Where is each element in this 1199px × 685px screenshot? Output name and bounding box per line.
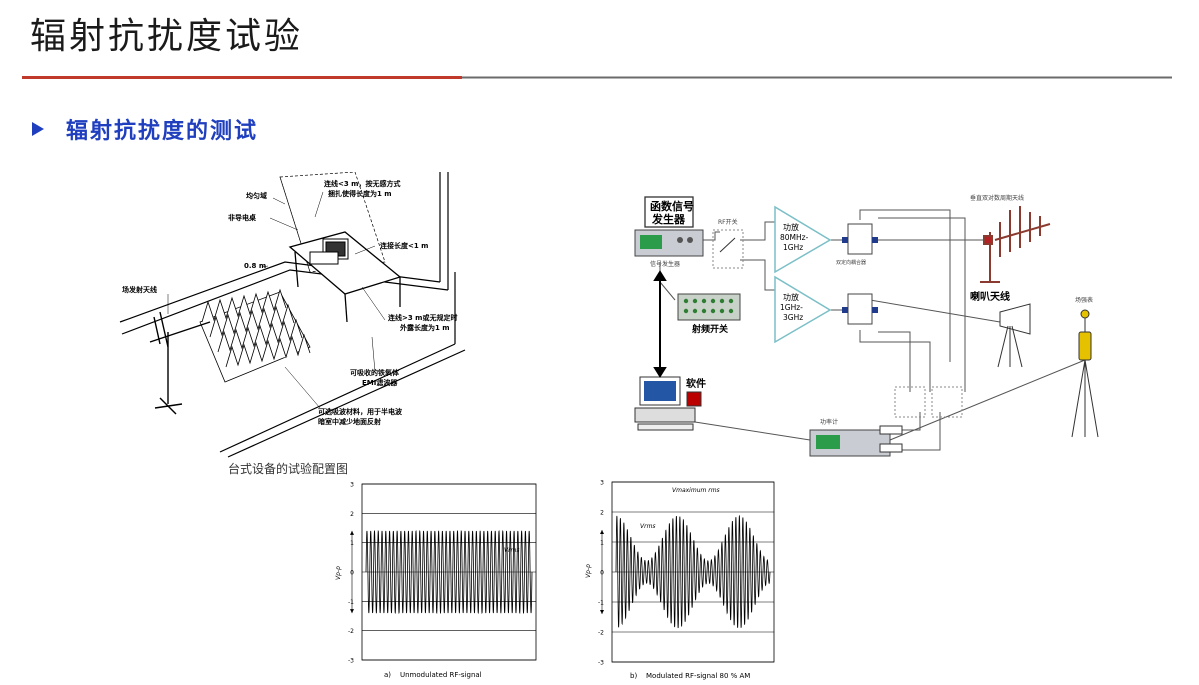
signal-generator-icon: 信号发生器 — [634, 229, 704, 268]
chart-b-vpp-arrowhead — [600, 530, 604, 534]
label-uniform-field: 均匀域 — [246, 191, 267, 200]
svg-text:3GHz: 3GHz — [783, 313, 803, 322]
bidirectional-arrow-icon — [653, 270, 667, 378]
chart-b-caption-letter: b) — [630, 672, 637, 680]
chart-b-tick-label: -2 — [598, 630, 604, 637]
label-log-antenna: 垂直双对数周期天线 — [970, 194, 1024, 202]
chart-a-vpp-arrowhead — [350, 609, 354, 614]
svg-text:功放: 功放 — [783, 222, 799, 232]
svg-text:80MHz-: 80MHz- — [780, 233, 809, 242]
chart-a-annotation-0: Vrms — [504, 547, 520, 554]
title-divider — [22, 76, 1172, 79]
amplifier-1-icon: 功放 80MHz- 1GHz — [774, 205, 832, 274]
chart-b-tick-label: 2 — [600, 510, 604, 517]
label-cable-lt1: 连接长度<1 m — [380, 241, 428, 250]
chart-b-annotation-2: Vp-p — [585, 564, 592, 578]
label-horn-antenna: 喇叭天线 — [970, 290, 1010, 303]
svg-text:RF开关: RF开关 — [718, 218, 738, 226]
svg-text:信号发生器: 信号发生器 — [650, 260, 680, 268]
slide-title: 辐射抗扰度试验 — [30, 16, 304, 57]
log-periodic-antenna-icon — [980, 206, 1051, 283]
label-field-antenna: 场发射天线 — [122, 285, 157, 294]
bullet-item: 辐射抗扰度的测试 — [32, 114, 258, 144]
chart-a-tick-label: -1 — [348, 599, 354, 606]
power-meter-icon: 功率计 — [809, 418, 891, 457]
title-divider-red — [22, 76, 462, 79]
label-ferrite-1: 可吸收的铁氧体 — [350, 368, 400, 377]
field-meter-icon — [1071, 309, 1099, 438]
pc-software-icon: 软件 — [634, 376, 706, 431]
label-cable-note-2: 捆扎使得长度为1 m — [328, 189, 392, 198]
chart-a-caption-letter: a) — [384, 671, 391, 679]
setup-diagram-caption: 台式设备的试验配置图 — [228, 462, 349, 476]
chart-b-container: b) Modulated RF-signal 80 % AM 3210-1-2-… — [568, 478, 778, 684]
chart-a-caption: Unmodulated RF-signal — [400, 671, 482, 679]
label-absorber-1: 可选吸波材料，用于半电波 — [318, 407, 403, 416]
horn-antenna-icon — [997, 303, 1031, 368]
chart-a-container: a) Unmodulated RF-signal 3210-1-2-3VrmsV… — [318, 480, 540, 682]
chart-a-tick-label: -2 — [348, 628, 354, 635]
chart-b-signal-line — [615, 514, 771, 629]
field-antenna-drawing — [149, 311, 211, 415]
chart-b-tick-label: -1 — [598, 600, 604, 607]
chart-b: b) Modulated RF-signal 80 % AM 3210-1-2-… — [585, 480, 775, 680]
chart-a-vpp-arrowhead — [350, 530, 354, 535]
chart-a-tick-label: 3 — [350, 482, 354, 489]
label-nonconductive-table: 非导电桌 — [228, 213, 256, 222]
func-gen-box: 函数信号 发生器 — [644, 196, 694, 228]
amplifier-2-icon: 功放 1GHz- 3GHz — [774, 275, 832, 344]
rf-switch-box-icon: 射频开关 — [677, 293, 741, 335]
svg-text:发生器: 发生器 — [651, 212, 686, 226]
chart-b-tick-label: -3 — [598, 660, 604, 667]
label-absorber-2: 暗室中减少地面反射 — [318, 417, 381, 426]
svg-text:1GHz-: 1GHz- — [780, 303, 803, 312]
label-cable-gt3-1: 连线>3 m或无规定时 — [388, 313, 457, 322]
chart-a: a) Unmodulated RF-signal 3210-1-2-3VrmsV… — [335, 482, 537, 679]
absorber-pyramids — [199, 288, 311, 383]
chart-a-tick-label: -3 — [348, 658, 354, 665]
label-cable-gt3-2: 外露长度为1 m — [400, 323, 450, 332]
chart-b-annotation-1: Vrms — [640, 523, 656, 530]
bullet-text: 辐射抗扰度的测试 — [66, 119, 259, 144]
svg-text:功率计: 功率计 — [820, 418, 838, 426]
chart-a-annotation-1: Vp-p — [335, 566, 342, 580]
system-diagram: 函数信号 发生器 信号发生器 RF开关 功放 80MHz- 1GHz 功放 1G… — [620, 182, 1125, 472]
chart-b-caption: Modulated RF-signal 80 % AM — [646, 672, 750, 680]
chart-b-tick-label: 3 — [600, 480, 604, 487]
svg-text:射频开关: 射频开关 — [691, 323, 728, 335]
rf-switch-icon: RF开关 — [712, 218, 744, 269]
chart-a-tick-label: 2 — [350, 511, 354, 518]
coupler-2-icon — [842, 293, 878, 325]
coupler-1-icon: 双定向耦合器 — [836, 223, 878, 266]
setup-diagram: 均匀域 非导电桌 连线<3 m，按无感方式 捆扎使得长度为1 m 连接长度<1 … — [110, 172, 490, 462]
svg-text:函数信号: 函数信号 — [650, 199, 694, 213]
svg-text:双定向耦合器: 双定向耦合器 — [836, 259, 866, 266]
title-divider-gray — [462, 76, 1172, 79]
label-height: 0.8 m — [244, 262, 266, 270]
chart-b-vpp-arrowhead — [600, 610, 604, 614]
label-ferrite-2: EMI滤波器 — [362, 378, 398, 387]
svg-text:功放: 功放 — [783, 292, 799, 302]
svg-text:1GHz: 1GHz — [783, 243, 803, 252]
chart-a-signal-line — [365, 530, 533, 614]
label-cable-note-1: 连线<3 m，按无感方式 — [324, 179, 400, 188]
svg-text:软件: 软件 — [686, 377, 706, 390]
arrow-bullet-icon — [32, 122, 44, 136]
label-field-meter: 场强表 — [1075, 296, 1093, 304]
chart-b-annotation-0: Vmaximum rms — [672, 487, 720, 494]
